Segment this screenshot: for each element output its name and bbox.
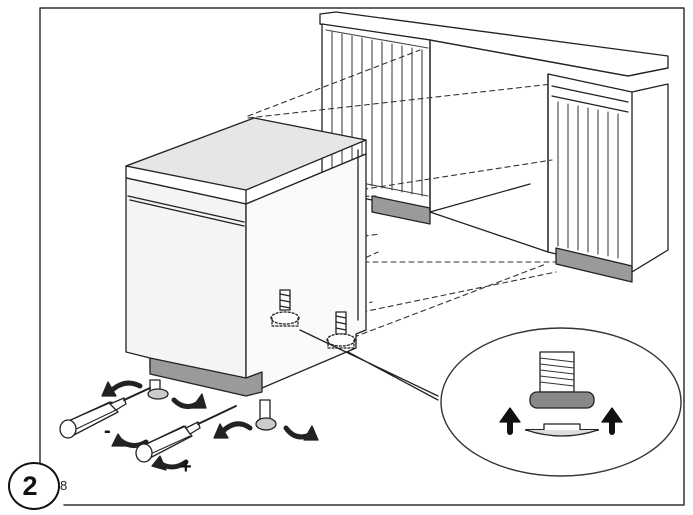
step-badge: 2: [8, 462, 60, 510]
rear-foot-left: [270, 289, 300, 327]
right-cabinet-plinth: [555, 247, 633, 283]
minus-label: -: [104, 420, 111, 442]
rear-foot-right: [326, 311, 356, 349]
screwdriver-icon: [135, 405, 237, 463]
page-number: 8: [60, 478, 68, 493]
adjustable-foot-icon: [525, 351, 599, 437]
kitchen-cabinets: [319, 11, 669, 283]
dishwasher-plinth: [149, 357, 263, 397]
rotate-arrow-icon: [101, 380, 319, 471]
screwdriver-icon: [59, 387, 151, 439]
detail-zoom-circle: [440, 327, 682, 477]
right-cabinet-slats: [557, 101, 619, 259]
plus-label: +: [180, 456, 192, 478]
up-arrow-icon: [499, 407, 623, 435]
figure-frame: [39, 7, 685, 506]
left-cabinet-plinth: [371, 195, 431, 225]
step-number: 2: [22, 470, 38, 501]
front-feet: [147, 379, 277, 431]
detail-pointer: [299, 329, 439, 401]
